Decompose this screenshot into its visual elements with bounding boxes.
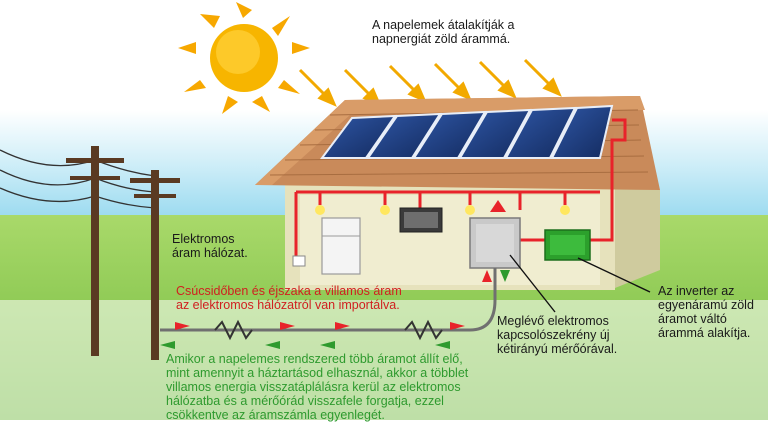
inverter-icon [544, 229, 591, 261]
meter-note: Meglévő elektromos kapcsolószekrény új k… [497, 314, 618, 356]
utility-pole-icon [66, 146, 180, 360]
import-note: Csúcsidőben és éjszaka a villamos áram a… [176, 284, 402, 312]
flow-arrows [160, 270, 510, 349]
fridge-icon [292, 217, 361, 275]
export-note: Amikor a napelemes rendszered több áramo… [166, 352, 469, 422]
grid-cable [160, 268, 497, 332]
lightbulb-icon [315, 205, 570, 215]
tv-icon [399, 207, 443, 233]
sunlight-arrows [298, 58, 562, 107]
meter-box-icon [469, 217, 521, 269]
grid-label: Elektromos áram hálózat. [172, 232, 248, 260]
resistor-icon [214, 319, 443, 341]
callout-lines [509, 254, 651, 313]
solar-panel-icon [320, 104, 614, 159]
inverter-note: Az inverter az egyenáramú zöld áramot vá… [658, 284, 754, 340]
house [255, 96, 660, 290]
sun-icon [178, 2, 310, 114]
dc-wiring [294, 118, 627, 262]
sun-caption: A napelemek átalakítják a napnergiát zöl… [372, 18, 515, 46]
ground-fade [0, 300, 768, 420]
